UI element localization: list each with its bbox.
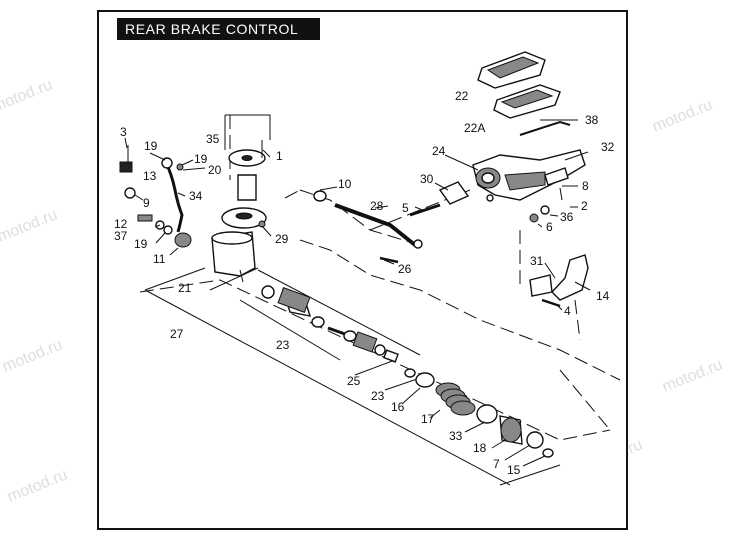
pedal-pads bbox=[477, 51, 571, 136]
callout-34: 34 bbox=[189, 189, 203, 203]
cover-hole bbox=[241, 155, 253, 161]
callout-26: 26 bbox=[398, 262, 412, 276]
washer bbox=[124, 187, 136, 199]
callout-27: 27 bbox=[170, 327, 184, 341]
callout-19-bottom: 19 bbox=[134, 237, 148, 251]
callout-35: 35 bbox=[206, 132, 220, 146]
callouts: 1 2 3 4 5 6 7 8 9 10 11 12 13 14 15 16 1… bbox=[114, 89, 615, 477]
pivot-pin bbox=[529, 274, 553, 297]
cap-screw bbox=[258, 220, 266, 228]
callout-20: 20 bbox=[208, 163, 222, 177]
arm-bolt bbox=[541, 298, 561, 308]
hose-washer bbox=[176, 163, 184, 171]
hose-clamp bbox=[119, 161, 133, 173]
hose-fitting bbox=[161, 157, 173, 169]
callout-12: 12 bbox=[114, 217, 128, 231]
reservoir-diaphragm bbox=[237, 174, 257, 201]
retaining-washer bbox=[526, 431, 544, 449]
callout-22a: 22A bbox=[464, 121, 485, 135]
callout-30: 30 bbox=[420, 172, 434, 186]
callout-11: 11 bbox=[153, 252, 166, 266]
brake-hose bbox=[163, 159, 184, 233]
callout-21: 21 bbox=[178, 281, 192, 295]
callout-23-right: 23 bbox=[371, 389, 385, 403]
callout-38: 38 bbox=[585, 113, 599, 127]
callout-19-top: 19 bbox=[144, 139, 158, 153]
pivot-shaft bbox=[438, 181, 470, 205]
callout-28: 28 bbox=[370, 199, 384, 213]
callout-37: 37 bbox=[114, 229, 128, 243]
return-spring bbox=[435, 382, 476, 416]
callout-1: 1 bbox=[276, 149, 283, 163]
master-cylinder-internals bbox=[261, 285, 554, 458]
callout-29: 29 bbox=[275, 232, 289, 246]
callout-18: 18 bbox=[473, 441, 487, 455]
pushrod-assembly bbox=[313, 190, 423, 264]
pedal-arm-lower bbox=[529, 254, 589, 308]
washer-small bbox=[163, 225, 173, 235]
leader-lines bbox=[124, 119, 591, 467]
callout-13: 13 bbox=[143, 169, 157, 183]
callout-33: 33 bbox=[449, 429, 463, 443]
callout-24: 24 bbox=[432, 144, 446, 158]
pushrod-end bbox=[383, 349, 399, 363]
callout-4: 4 bbox=[564, 304, 571, 318]
callout-25: 25 bbox=[347, 374, 361, 388]
callout-5: 5 bbox=[402, 201, 409, 215]
callout-22: 22 bbox=[455, 89, 469, 103]
callout-10: 10 bbox=[338, 177, 352, 191]
reservoir-cap-assembly bbox=[221, 140, 267, 229]
callout-14: 14 bbox=[596, 289, 610, 303]
group-bracket-lines bbox=[144, 114, 561, 486]
pushrod-bushing bbox=[313, 190, 327, 202]
pin bbox=[379, 256, 399, 264]
callout-36: 36 bbox=[560, 210, 574, 224]
pivot-bolt bbox=[409, 203, 441, 217]
diagram-title: REAR BRAKE CONTROL bbox=[117, 18, 320, 40]
callout-31: 31 bbox=[530, 254, 544, 268]
pedal-hardware bbox=[529, 167, 569, 223]
callout-16: 16 bbox=[391, 400, 405, 414]
callout-23-left: 23 bbox=[276, 338, 290, 352]
pushrod bbox=[334, 203, 417, 247]
retaining-ring bbox=[542, 448, 554, 458]
callout-17: 17 bbox=[421, 412, 435, 426]
callout-19-middle: 19 bbox=[194, 152, 208, 166]
callout-6: 6 bbox=[546, 220, 553, 234]
callout-7: 7 bbox=[493, 457, 500, 471]
callout-8: 8 bbox=[582, 179, 589, 193]
banjo-bolt bbox=[137, 214, 153, 222]
pad-retainer-clip bbox=[519, 120, 571, 136]
callout-9: 9 bbox=[143, 196, 150, 210]
reservoir-body bbox=[211, 231, 256, 283]
grommet bbox=[174, 232, 192, 248]
spring-small bbox=[327, 326, 346, 336]
callout-32: 32 bbox=[601, 140, 615, 154]
brake-pedal-lever bbox=[409, 149, 586, 217]
cap-center bbox=[235, 212, 253, 220]
callout-2: 2 bbox=[581, 199, 588, 213]
hose-assembly bbox=[119, 145, 192, 248]
callout-3: 3 bbox=[120, 125, 127, 139]
spring-seat bbox=[476, 404, 498, 424]
callout-15: 15 bbox=[507, 463, 521, 477]
